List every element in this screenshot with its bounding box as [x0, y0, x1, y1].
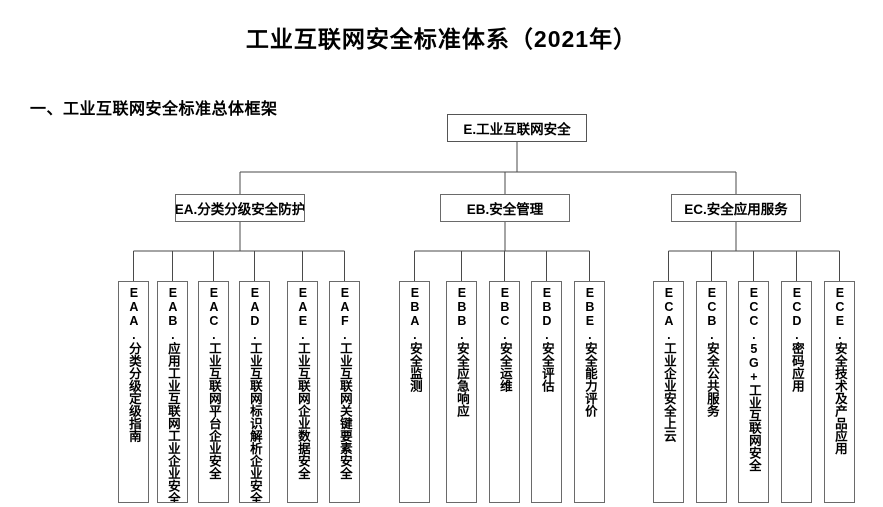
- node-leaf-eaa-label: EAA.分类分级定级指南: [126, 286, 141, 442]
- node-leaf-eca-label: ECA.工业企业安全上云: [661, 286, 676, 442]
- node-leaf-ebd[interactable]: EBD.安全评估: [531, 281, 562, 503]
- node-leaf-ece[interactable]: ECE.安全技术及产品应用: [824, 281, 855, 503]
- node-leaf-ead[interactable]: EAD.工业互联网标识解析企业安全: [239, 281, 270, 503]
- node-leaf-ecc[interactable]: ECC.5G+工业互联网安全: [738, 281, 769, 503]
- node-branch-ea[interactable]: EA.分类分级安全防护: [175, 194, 305, 222]
- node-leaf-eaf[interactable]: EAF.工业互联网关键要素安全: [329, 281, 360, 503]
- node-branch-ec-label: EC.安全应用服务: [684, 202, 788, 217]
- node-leaf-eaf-label: EAF.工业互联网关键要素安全: [337, 286, 352, 480]
- node-leaf-eae[interactable]: EAE.工业互联网企业数据安全: [287, 281, 318, 503]
- node-root-e[interactable]: E.工业互联网安全: [447, 114, 587, 142]
- node-branch-eb-label: EB.安全管理: [466, 202, 544, 217]
- node-leaf-ecb[interactable]: ECB.安全公共服务: [696, 281, 727, 503]
- node-leaf-eab-label: EAB.应用工业互联网工业企业安全: [165, 286, 180, 503]
- node-leaf-ecc-label: ECC.5G+工业互联网安全: [746, 286, 761, 472]
- node-leaf-ebb-label: EBB.安全应急响应: [454, 286, 469, 417]
- node-leaf-ebc-label: EBC.安全运维: [497, 286, 512, 392]
- node-leaf-ebd-label: EBD.安全评估: [539, 286, 554, 392]
- node-leaf-ebe[interactable]: EBE.安全能力评价: [574, 281, 605, 503]
- node-leaf-eaa[interactable]: EAA.分类分级定级指南: [118, 281, 149, 503]
- page-title: 工业互联网安全标准体系（2021年）: [245, 26, 638, 53]
- node-leaf-ead-label: EAD.工业互联网标识解析企业安全: [247, 286, 262, 503]
- node-leaf-ebe-label: EBE.安全能力评价: [582, 286, 597, 417]
- node-leaf-eba-label: EBA.安全监测: [407, 286, 422, 392]
- section-heading: 一、工业互联网安全标准总体框架: [30, 101, 278, 119]
- node-leaf-ebb[interactable]: EBB.安全应急响应: [446, 281, 477, 503]
- node-leaf-ecb-label: ECB.安全公共服务: [704, 286, 719, 417]
- node-branch-eb[interactable]: EB.安全管理: [440, 194, 570, 222]
- node-leaf-eae-label: EAE.工业互联网企业数据安全: [295, 286, 310, 480]
- node-leaf-eab[interactable]: EAB.应用工业互联网工业企业安全: [157, 281, 188, 503]
- node-leaf-eba[interactable]: EBA.安全监测: [399, 281, 430, 503]
- node-leaf-eac[interactable]: EAC.工业互联网平台企业安全: [198, 281, 229, 503]
- node-leaf-eac-label: EAC.工业互联网平台企业安全: [206, 286, 221, 480]
- node-leaf-ebc[interactable]: EBC.安全运维: [489, 281, 520, 503]
- node-leaf-eca[interactable]: ECA.工业企业安全上云: [653, 281, 684, 503]
- node-branch-ea-label: EA.分类分级安全防护: [175, 202, 305, 217]
- node-leaf-ecd-label: ECD.密码应用: [789, 286, 804, 392]
- node-leaf-ece-label: ECE.安全技术及产品应用: [832, 286, 847, 455]
- node-root-e-label: E.工业互联网安全: [463, 122, 571, 137]
- node-leaf-ecd[interactable]: ECD.密码应用: [781, 281, 812, 503]
- node-branch-ec[interactable]: EC.安全应用服务: [671, 194, 801, 222]
